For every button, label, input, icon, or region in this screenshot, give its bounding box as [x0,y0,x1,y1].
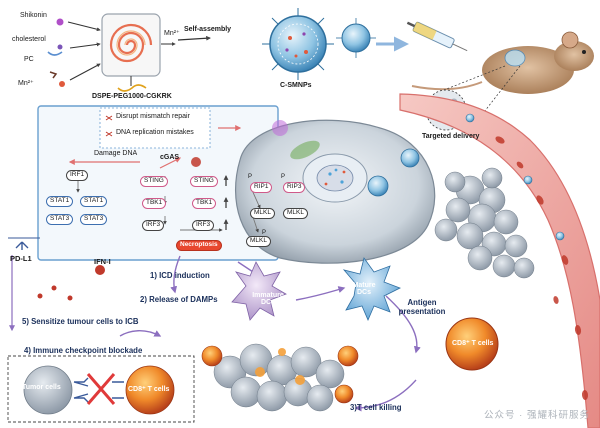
synthesis-scheme [47,13,211,92]
tumor-killing-cluster [201,343,359,412]
step-2-damps: 2) Release of DAMPs [140,295,218,304]
node-mlkl-c: MLKL [246,236,271,247]
label-self-assembly: Self-assembly [184,26,232,33]
node-stat1-a: STAT1 [46,196,74,207]
label-cgas: cGAS [160,154,180,161]
node-sting-b: STING [190,176,218,187]
immature-dc [231,261,287,321]
label-cholesterol: cholesterol [12,36,46,43]
step-3-t-cell-killing: 3)T cell killing [350,403,402,412]
cd8-t-cell-right [445,317,499,371]
cd8-t-cell-left [125,365,175,415]
phospho-p-2: P [281,174,286,180]
phospho-p-1: P [248,174,253,180]
pd-l1-icon [15,241,29,250]
ifn-icon [95,265,105,275]
mouse [411,31,594,94]
step-1-icd: 1) ICD induction [150,271,210,280]
step-4-checkpoint: 4) Immune checkpoint blockade [24,346,143,355]
label-ifn: IFN-I [94,257,111,266]
phospho-p-3: P [262,230,267,236]
label-mature-dcs: Mature DCs [352,282,376,296]
label-replication: DNA replication mistakes [116,129,194,136]
blood-vessel [399,93,600,428]
node-necroptosis: Necroptosis [176,240,222,251]
label-targeted-delivery: Targeted delivery [422,133,480,140]
node-rip3: RIP3 [283,182,306,193]
label-pc: PC [24,56,34,63]
label-disrupt: Disrupt mismatch repair [116,113,190,120]
label-c-smnps: C-SMNPs [280,82,312,89]
block-x-icon [86,373,116,405]
label-cd8-right: CD8⁺ T cells [452,340,494,347]
nanoparticle-small [336,18,376,58]
node-tbk1-a: TBK1 [142,198,167,209]
node-mlkl-b: MLKL [283,208,308,219]
label-cd8-left: CD8⁺ T cells [128,386,170,393]
node-irf3-a: IRF3 [142,220,165,231]
tumor-cell-cross-section [234,119,436,264]
node-mlkl-a: MLKL [250,208,275,219]
label-tumor-cells: Tumor cells [22,384,61,391]
node-tbk1-b: TBK1 [192,198,217,209]
syringe [406,21,468,52]
label-damage-dna: Damage DNA [94,150,138,157]
node-stat3-b: STAT3 [80,214,108,225]
node-rip1: RIP1 [250,182,273,193]
label-antigen-presentation: Antigen presentation [398,298,446,317]
node-irf3-b: IRF3 [192,220,215,231]
nanoparticle-c-smnps [262,8,334,80]
label-immature-dcs: Immature DCs [252,292,284,306]
label-mn-left: Mn²⁺ [18,80,34,87]
watermark: 公众号 · 强耀科研服务 [484,410,590,421]
label-mn-right: Mn²⁺ [164,30,180,37]
node-sting-a: STING [140,176,168,187]
tumor-cell [23,365,73,415]
node-irf1: IRF1 [66,170,89,181]
label-pd-l1: PD-L1 [10,254,32,263]
label-shikonin: Shikonin [20,12,47,19]
tumor-mass [434,167,535,279]
step-5-sensitize: 5) Sensitize tumour cells to ICB [22,317,139,326]
label-dspe: DSPE-PEG1000-CGKRK [92,93,172,100]
node-stat3-a: STAT3 [46,214,74,225]
mature-dc [342,257,401,322]
node-stat1-b: STAT1 [80,196,108,207]
